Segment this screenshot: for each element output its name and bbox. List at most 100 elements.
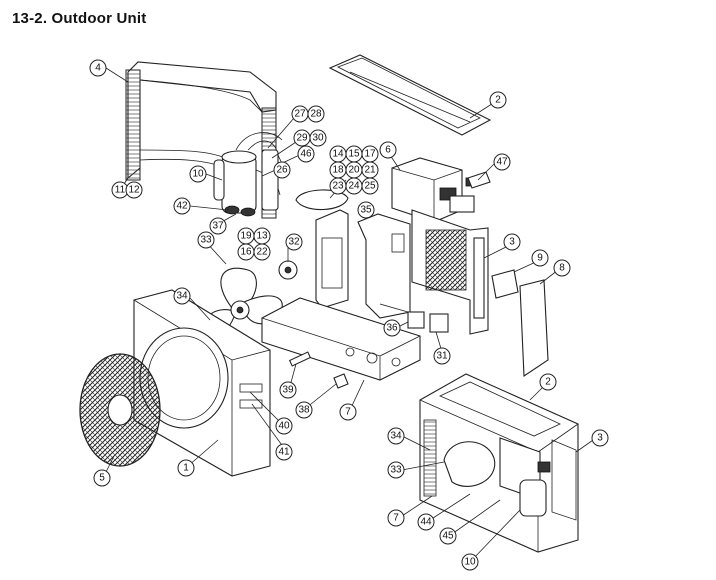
callout-label: 38 (298, 405, 310, 416)
partition-plate (357, 213, 411, 319)
page-title: 13-2. Outdoor Unit (12, 10, 147, 27)
callout-label: 47 (496, 157, 508, 168)
callout-42: 42 (173, 197, 191, 215)
callout-label: 1 (183, 463, 189, 474)
callout-label: 12 (128, 185, 140, 196)
callout-6: 6 (379, 141, 397, 159)
callout-label: 45 (442, 531, 454, 542)
callout-40: 40 (275, 417, 293, 435)
callout-28: 28 (307, 105, 325, 123)
callout-18: 18 (329, 161, 347, 179)
callout-label: 42 (176, 201, 188, 212)
callout-label: 35 (360, 205, 372, 216)
callout-3-top: 3 (503, 233, 521, 251)
callout-label: 11 (115, 185, 126, 196)
callout-label: 21 (364, 165, 376, 176)
callout-label: 40 (278, 421, 290, 432)
callout-15: 15 (345, 145, 363, 163)
callout-10-top: 10 (189, 165, 207, 183)
callout-label: 37 (212, 221, 224, 232)
callout-label: 13 (256, 231, 268, 242)
callout-label: 2 (545, 377, 551, 388)
callout-label: 4 (95, 63, 101, 74)
compressor-assembly (213, 132, 286, 217)
callout-34-top: 34 (173, 287, 191, 305)
callout-label: 2 (495, 95, 501, 106)
callout-label: 20 (348, 165, 360, 176)
callout-label: 6 (385, 145, 391, 156)
callout-label: 39 (282, 385, 294, 396)
side-panel-right (411, 209, 489, 335)
callout-35: 35 (357, 201, 375, 219)
callout-4: 4 (89, 59, 107, 77)
callout-14: 14 (329, 145, 347, 163)
callout-23: 23 (329, 177, 347, 195)
callout-27: 27 (291, 105, 309, 123)
callout-21: 21 (361, 161, 379, 179)
callout-label: 9 (537, 253, 543, 264)
callout-47: 47 (493, 153, 511, 171)
assembled-unit (419, 373, 579, 553)
callout-33-bottom: 33 (387, 461, 405, 479)
callout-label: 24 (348, 181, 360, 192)
callout-label: 10 (192, 169, 204, 180)
callout-label: 22 (256, 247, 268, 258)
callout-46: 46 (297, 145, 315, 163)
front-panel (133, 289, 271, 477)
callout-1: 1 (177, 459, 195, 477)
callout-34-bottom: 34 (387, 427, 405, 445)
callout-label: 8 (559, 263, 565, 274)
callout-45: 45 (439, 527, 457, 545)
callout-label: 7 (393, 513, 399, 524)
callout-19: 19 (237, 227, 255, 245)
callout-44: 44 (417, 513, 435, 531)
callout-label: 18 (332, 165, 344, 176)
callout-label: 3 (509, 237, 515, 248)
callout-label: 32 (288, 237, 300, 248)
side-plate (491, 269, 549, 377)
callout-label: 26 (276, 165, 288, 176)
callout-label: 44 (420, 517, 432, 528)
callout-label: 27 (294, 109, 306, 120)
callout-29: 29 (293, 129, 311, 147)
callout-label: 41 (278, 447, 290, 458)
small-parts (288, 351, 349, 389)
fan-guard (79, 353, 161, 467)
callout-label: 29 (296, 133, 308, 144)
callout-39: 39 (279, 381, 297, 399)
callout-label: 3 (597, 433, 603, 444)
callout-label: 31 (436, 351, 448, 362)
terminal-block (467, 171, 491, 189)
callout-20: 20 (345, 161, 363, 179)
callout-label: 15 (348, 149, 360, 160)
callout-label: 5 (99, 473, 105, 484)
callout-24: 24 (345, 177, 363, 195)
callout-10-bottom: 10 (461, 553, 479, 571)
callout-label: 33 (200, 235, 212, 246)
callout-41: 41 (275, 443, 293, 461)
callout-26: 26 (273, 161, 291, 179)
callout-label: 7 (345, 407, 351, 418)
callout-label: 28 (310, 109, 322, 120)
callout-37: 37 (209, 217, 227, 235)
callout-label: 30 (312, 133, 324, 144)
callout-label: 36 (386, 323, 398, 334)
callout-label: 17 (364, 149, 376, 160)
callout-5: 5 (93, 469, 111, 487)
control-box (391, 157, 477, 223)
callout-label: 14 (332, 149, 344, 160)
valve-parts (379, 303, 449, 333)
motor-support (278, 189, 349, 309)
callout-31: 31 (433, 347, 451, 365)
callout-38: 38 (295, 401, 313, 419)
callout-label: 23 (332, 181, 344, 192)
callout-label: 34 (390, 431, 402, 442)
callout-25: 25 (361, 177, 379, 195)
callout-17: 17 (361, 145, 379, 163)
callout-22: 22 (253, 243, 271, 261)
callout-label: 34 (176, 291, 188, 302)
callout-2: 2 (489, 91, 507, 109)
callout-7-bottom: 7 (387, 509, 405, 527)
callout-2-bottom: 2 (539, 373, 557, 391)
callout-12: 12 (125, 181, 143, 199)
